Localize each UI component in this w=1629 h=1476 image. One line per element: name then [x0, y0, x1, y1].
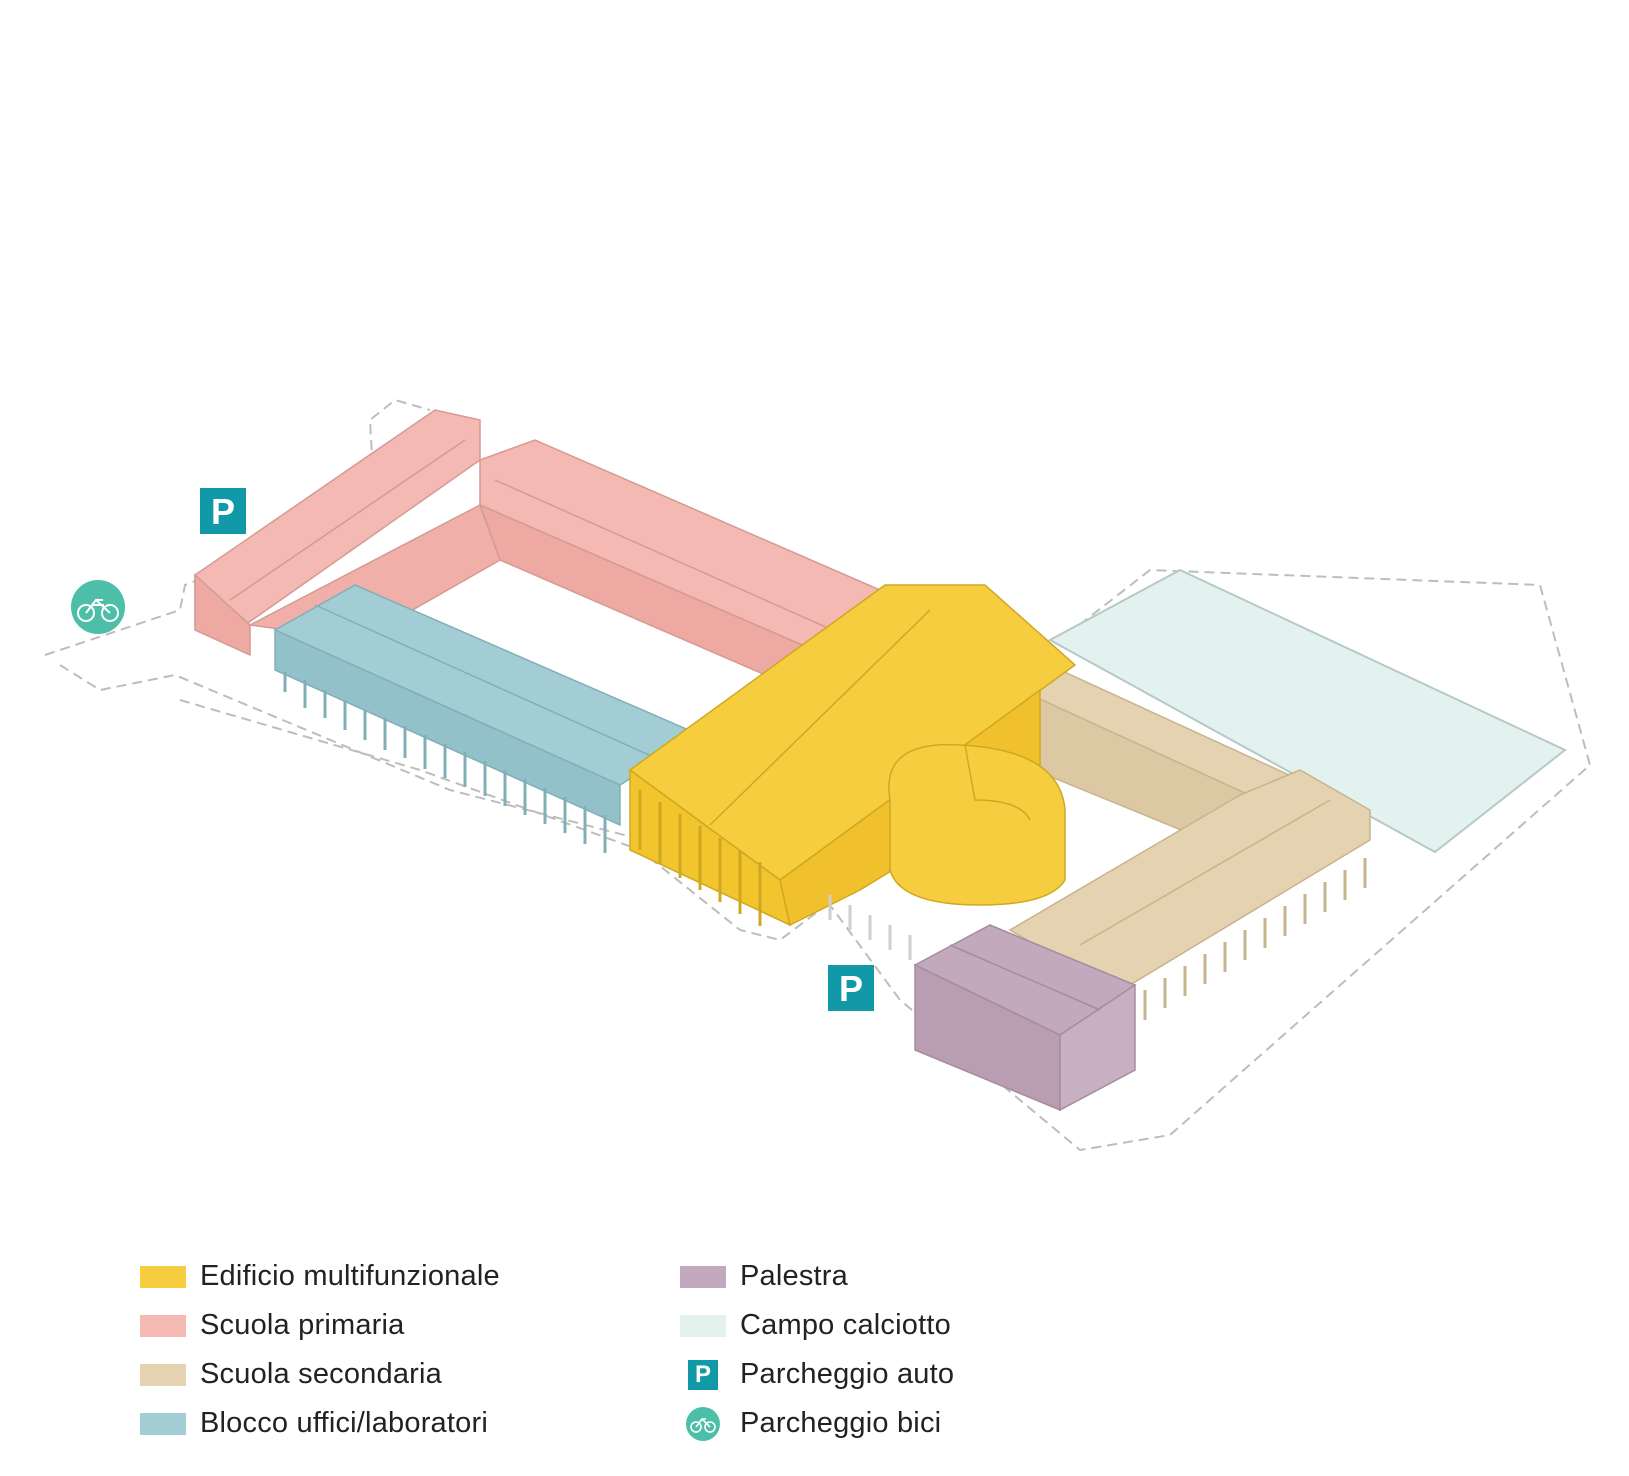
svg-text:P: P [839, 968, 863, 1009]
legend-item-calciotto: Campo calciotto [680, 1301, 954, 1350]
parking-icon: P [680, 1359, 726, 1391]
parking-marker-south: P [828, 965, 874, 1011]
bicycle-icon [680, 1406, 726, 1441]
legend-label: Scuola secondaria [200, 1358, 442, 1390]
covered-walkway [828, 895, 912, 960]
scuola-secondaria [1008, 669, 1371, 1020]
legend-swatch [140, 1412, 186, 1435]
legend-label: Parcheggio auto [740, 1358, 955, 1390]
scuola-primaria [194, 409, 881, 691]
bicycle-icon [71, 580, 125, 634]
legend-item-uffici: Blocco uffici/laboratori [140, 1399, 500, 1448]
legend-item-secondaria: Scuola secondaria [140, 1350, 500, 1399]
legend-label: Blocco uffici/laboratori [200, 1407, 488, 1439]
svg-text:P: P [211, 491, 235, 532]
legend-column-1: Edificio multifunzionale Scuola primaria… [140, 1252, 500, 1448]
legend-swatch [140, 1265, 186, 1288]
parking-marker-north: P [200, 488, 246, 534]
legend-item-parcheggio-bici: Parcheggio bici [680, 1399, 954, 1448]
parking-icon-box: P [688, 1359, 718, 1390]
legend-swatch [680, 1265, 726, 1288]
legend-item-parcheggio-auto: P Parcheggio auto [680, 1350, 954, 1399]
legend-label: Parcheggio bici [740, 1407, 942, 1439]
legend-label: Campo calciotto [740, 1309, 951, 1341]
legend-item-primaria: Scuola primaria [140, 1301, 500, 1350]
legend-item-palestra: Palestra [680, 1252, 954, 1301]
blocco-uffici [273, 584, 702, 853]
legend-label: Scuola primaria [200, 1309, 405, 1341]
legend-item-multifunzionale: Edificio multifunzionale [140, 1252, 500, 1301]
legend-swatch [140, 1314, 186, 1337]
legend-label: Edificio multifunzionale [200, 1260, 500, 1292]
legend-column-2: Palestra Campo calciotto P Parcheggio au… [680, 1252, 954, 1448]
legend-swatch [140, 1363, 186, 1386]
palestra [913, 924, 1137, 1112]
edificio-multifunzionale [628, 584, 1077, 927]
legend-swatch [680, 1314, 726, 1337]
legend-label: Palestra [740, 1260, 848, 1292]
